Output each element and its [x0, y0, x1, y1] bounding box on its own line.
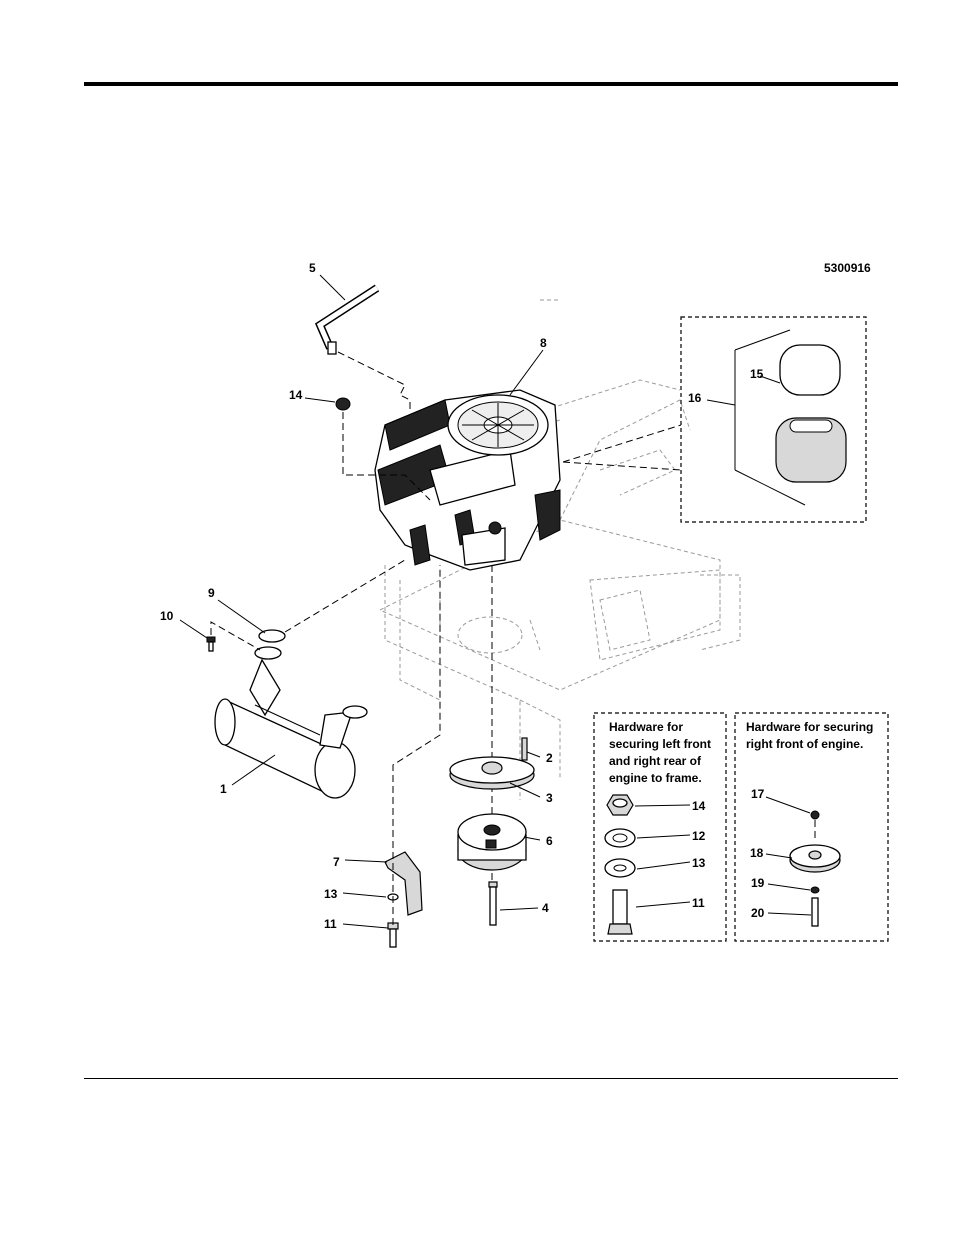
- inset-lead-upper: [563, 425, 681, 462]
- callout-16: 16: [688, 391, 702, 405]
- callout-14-hardware: 14: [692, 799, 706, 813]
- hardware-left-line-1: Hardware for: [609, 720, 683, 734]
- hardware-right-caption: Hardware for securing right front of eng…: [746, 720, 873, 751]
- callout-11: 11: [324, 917, 337, 931]
- hardware-left-caption: Hardware for securing left front and rig…: [609, 720, 711, 785]
- electric-clutch: [458, 814, 526, 870]
- callout-7: 7: [333, 855, 340, 869]
- callout-12-hardware: 12: [692, 829, 706, 843]
- callout-13-hardware: 13: [692, 856, 706, 870]
- nut-top: [336, 398, 350, 410]
- callout-14: 14: [289, 388, 303, 402]
- hardware-left-line-3: and right rear of: [609, 754, 702, 768]
- engine: [375, 390, 560, 570]
- callout-11-hardware: 11: [692, 896, 705, 910]
- callout-5: 5: [309, 261, 316, 275]
- muffler: [215, 647, 367, 798]
- bracket: [385, 852, 422, 915]
- callout-9: 9: [208, 586, 215, 600]
- hardware-right-parts: [790, 811, 840, 926]
- callout-3: 3: [546, 791, 553, 805]
- callout-1: 1: [220, 782, 227, 796]
- clutch-bolt: [489, 882, 497, 925]
- hardware-left-line-2: securing left front: [609, 737, 711, 751]
- callout-2: 2: [546, 751, 553, 765]
- pulley: [450, 757, 534, 789]
- callout-4: 4: [542, 901, 549, 915]
- diagram-id: 5300916: [824, 261, 871, 275]
- callout-19: 19: [751, 876, 765, 890]
- callout-8: 8: [540, 336, 547, 350]
- hardware-left-line-4: engine to frame.: [609, 771, 702, 785]
- bolt-leader: [211, 622, 260, 650]
- callout-18: 18: [750, 846, 764, 860]
- inset-lead-lower: [563, 462, 681, 470]
- hardware-right-line-2: right front of engine.: [746, 737, 863, 751]
- dipstick-tube: [320, 288, 377, 354]
- air-filter-inset-box: [681, 317, 866, 522]
- callout-20: 20: [751, 906, 765, 920]
- key: [522, 738, 527, 760]
- bolt-left: [388, 923, 398, 947]
- callout-13: 13: [324, 887, 338, 901]
- callout-17: 17: [751, 787, 765, 801]
- hardware-left-parts: [605, 795, 635, 934]
- gasket-leader: [285, 560, 405, 632]
- air-filter-parts: [735, 330, 846, 505]
- callout-10: 10: [160, 609, 174, 623]
- callout-15: 15: [750, 367, 764, 381]
- callout-6: 6: [546, 834, 553, 848]
- hardware-right-line-1: Hardware for securing: [746, 720, 873, 734]
- muffler-bolt: [207, 637, 215, 651]
